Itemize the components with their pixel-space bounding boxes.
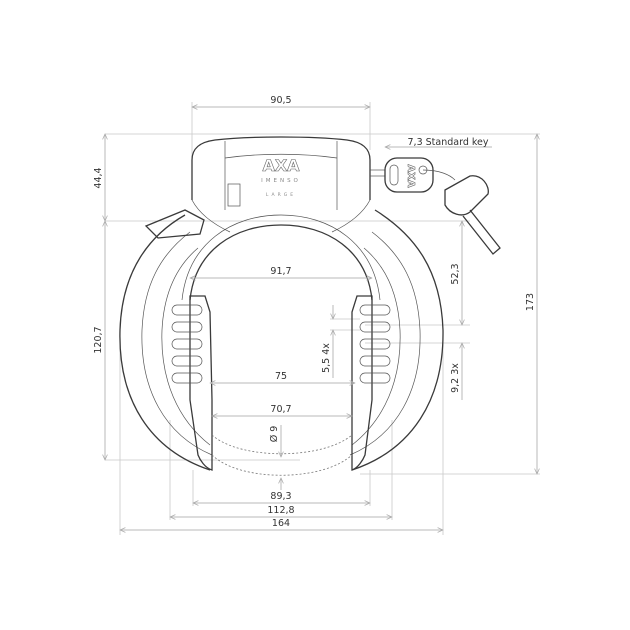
dim-inner-width-mid: 75 (275, 371, 287, 382)
dim-inner-width-low: 70,7 (270, 404, 291, 415)
dim-total-height: 173 (525, 293, 536, 311)
size-text: LARGE (266, 192, 296, 198)
dim-key-label: 7,3 Standard key (408, 137, 489, 148)
dim-slot-pitch: 9,2 3x (450, 363, 461, 393)
keys: AXA (370, 157, 501, 255)
dim-outer-width-total: 164 (272, 518, 290, 529)
extension-lines (105, 102, 540, 535)
dim-bolt-diameter: Ø 9 (269, 426, 280, 443)
dim-outer-width-b: 112,8 (267, 505, 294, 516)
key-logo: AXA (405, 164, 416, 187)
brand-logo: AXA (262, 156, 300, 175)
dim-outer-width-a: 89,3 (270, 491, 291, 502)
lock-body: AXA IMENSO LARGE (119, 136, 444, 476)
dim-key-height: 52,3 (450, 263, 461, 284)
dim-inner-width-top: 91,7 (270, 266, 291, 277)
dim-slot-width: 5,5 4x (321, 343, 332, 373)
dim-ring-height: 120,7 (93, 326, 104, 353)
dimension-lines (105, 107, 537, 530)
model-text: IMENSO (261, 178, 301, 184)
dim-top-height: 44,4 (93, 167, 104, 188)
dim-top-width: 90,5 (270, 95, 291, 106)
